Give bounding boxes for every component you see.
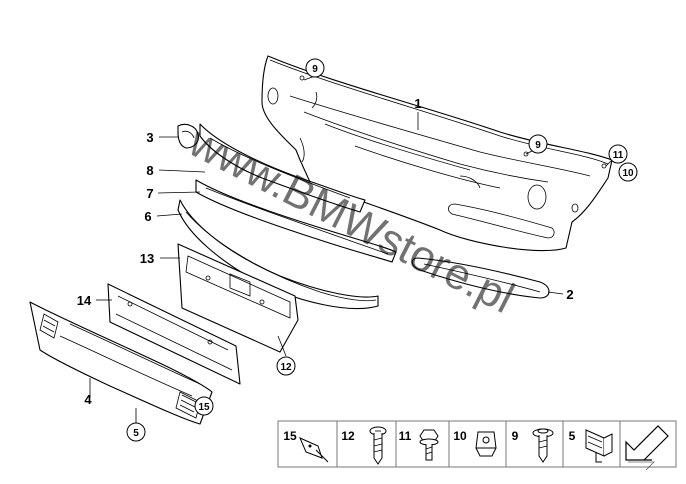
washer-screw-icon [532,428,554,463]
svg-text:5: 5 [133,428,139,439]
cover-part [177,123,199,149]
callout-8: 8 [146,163,153,178]
clip-nut-icon [475,431,497,457]
grille-strip-part [195,179,397,263]
callout-2: 2 [566,287,573,302]
legend-label-9: 9 [512,429,519,443]
svg-text:11: 11 [613,150,624,161]
svg-text:9: 9 [535,140,541,151]
svg-text:10: 10 [622,168,634,179]
lower-grille-part [29,301,213,425]
hardware-legend: 15 12 11 10 9 5 [277,420,677,471]
callout-1: 1 [414,96,421,111]
callout-3: 3 [146,130,153,145]
circled-callout-9-top: 9 [305,58,325,78]
legend-cell-9 [505,420,564,468]
legend-label-11: 11 [399,429,412,443]
upper-strip-part [199,123,366,213]
plate-base-part [177,243,299,353]
circled-callout-15: 15 [194,396,214,416]
callout-7: 7 [146,186,153,201]
callout-13: 13 [140,251,154,266]
legend-label-12: 12 [341,429,355,443]
circled-callout-12: 12 [276,356,296,376]
hex-bolt-icon [419,429,439,461]
lower-trim-part [177,199,379,310]
legend-label-15: 15 [283,429,297,443]
plate-holder-part [107,283,241,385]
legend-label-10: 10 [453,429,467,443]
callout-14: 14 [77,293,92,308]
direction-arrow-icon [625,425,669,471]
callout-4: 4 [84,392,92,407]
svg-text:12: 12 [280,362,292,373]
circled-callout-11: 11 [608,144,628,164]
circled-callout-5: 5 [126,422,146,442]
front-bumper-part [261,55,613,252]
circled-callout-9-right: 9 [528,134,548,154]
wire-clip-icon [299,437,329,463]
circled-callout-10: 10 [618,162,638,182]
legend-cell-11 [395,420,450,468]
svg-text:15: 15 [198,402,210,413]
callout-6: 6 [144,209,151,224]
legend-cell-12 [336,420,397,468]
spring-clip-icon [585,429,613,463]
side-trim-part [411,257,550,299]
legend-label-5: 5 [569,429,576,443]
svg-text:9: 9 [312,64,318,75]
screw-icon [369,426,387,465]
